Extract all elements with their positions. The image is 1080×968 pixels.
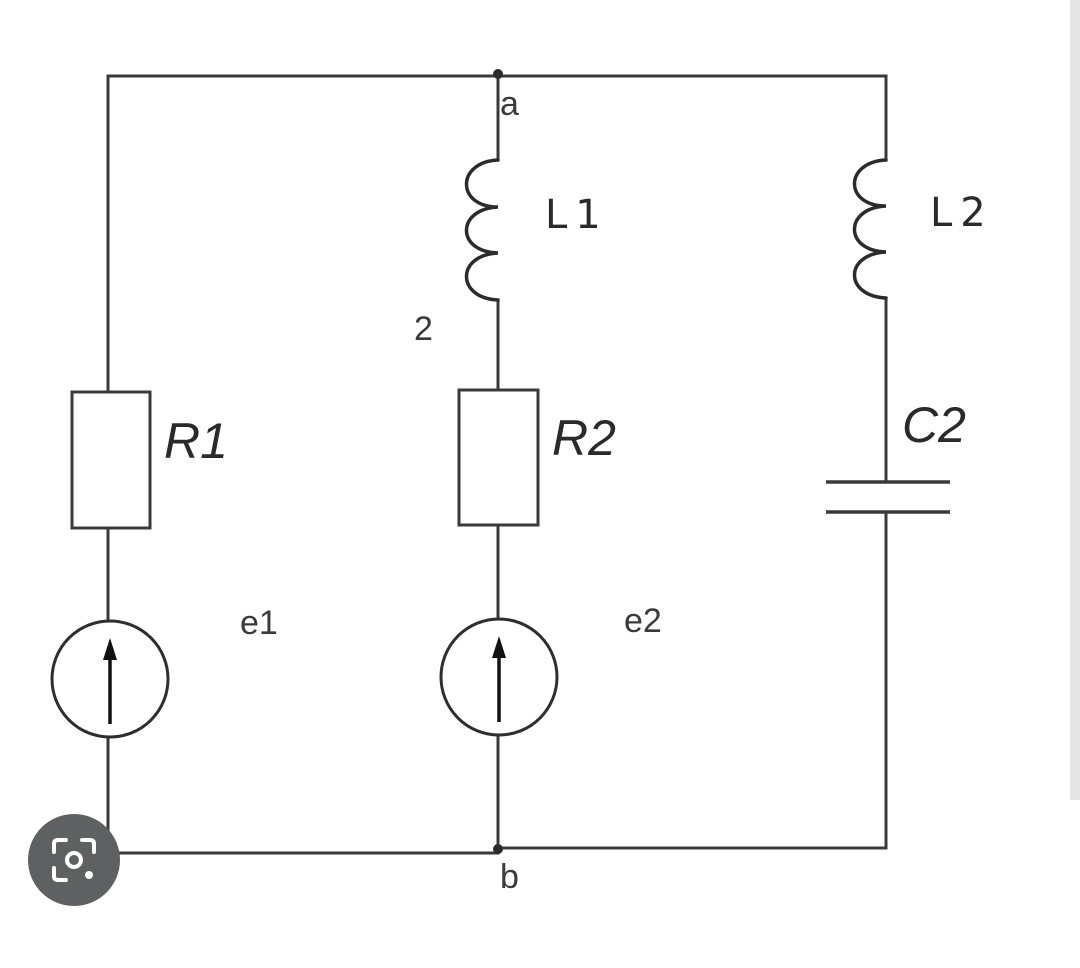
- label-e1: e1: [240, 604, 278, 642]
- inductor-l2: [852, 158, 888, 300]
- label-r2: R2: [552, 410, 616, 466]
- source-e2: [439, 617, 559, 737]
- lens-search-button[interactable]: [28, 814, 120, 906]
- branch-number-label: 2: [414, 310, 433, 348]
- node-b-label: b: [500, 858, 519, 896]
- label-e2: e2: [624, 602, 662, 640]
- label-l1: L1: [545, 192, 609, 238]
- resistor-r1: [70, 390, 152, 530]
- label-l2: L2: [930, 190, 994, 236]
- node-a-dot: [493, 69, 503, 79]
- resistor-r2: [457, 388, 540, 527]
- lens-search-icon: [52, 838, 96, 882]
- inductor-l1: [464, 158, 500, 302]
- node-b-dot: [493, 844, 503, 854]
- label-c2: C2: [902, 397, 966, 453]
- source-e2-arrow-head: [492, 636, 506, 658]
- source-e1: [50, 619, 170, 739]
- node-a-label: a: [500, 85, 519, 123]
- source-e1-arrow-head: [103, 638, 117, 660]
- scrollbar[interactable]: [1070, 0, 1080, 800]
- label-r1: R1: [164, 413, 228, 469]
